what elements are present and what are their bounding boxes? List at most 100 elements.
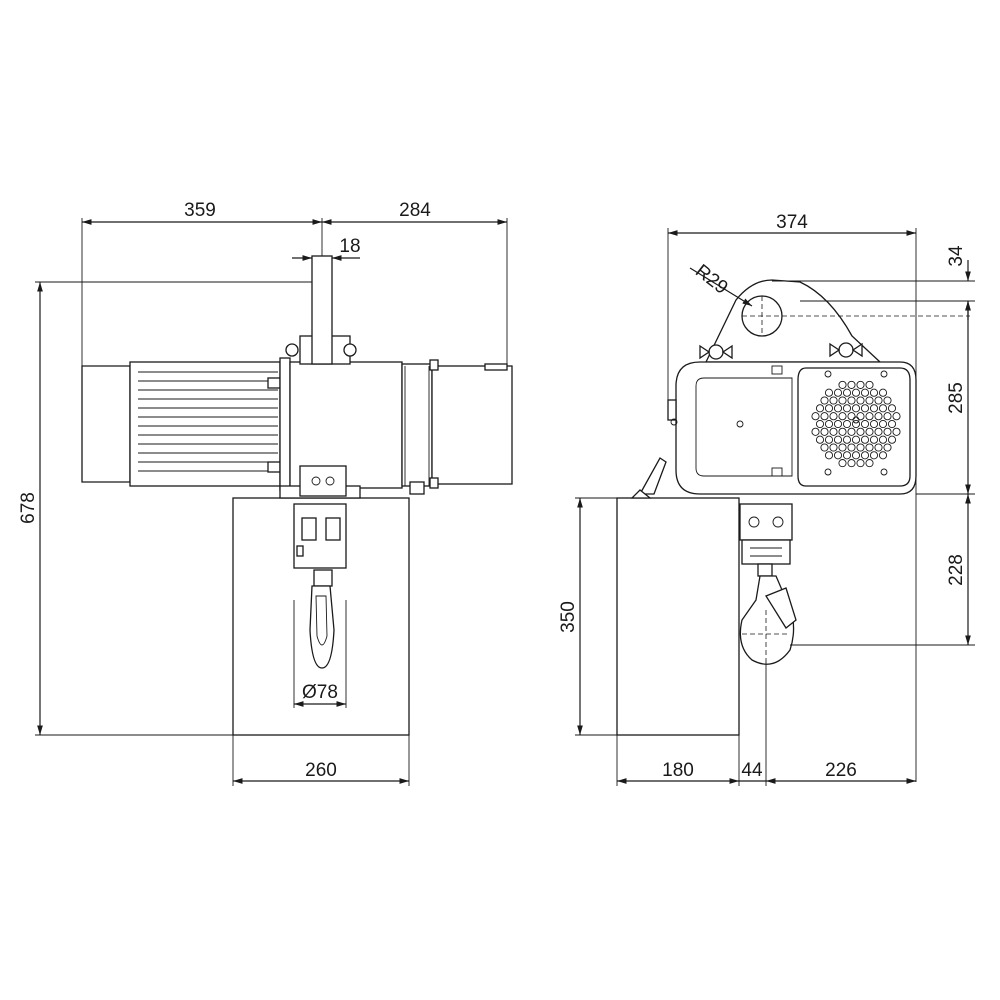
grille-hole <box>829 396 838 405</box>
grille-hole <box>874 396 883 405</box>
grille-hole <box>833 435 843 444</box>
grille-hole <box>815 435 825 444</box>
grille-hole <box>865 412 874 421</box>
motor <box>81 361 281 487</box>
grille-hole <box>824 388 834 397</box>
wing-nut-left <box>699 344 733 360</box>
grille-hole <box>878 388 888 397</box>
side-dimensions: 374 R29 34 285 228 350 180 44 226 <box>558 212 975 786</box>
grille-hole <box>838 380 847 389</box>
wing-nut-right <box>829 342 863 358</box>
hook-block-side <box>739 503 797 665</box>
grille-hole <box>833 404 843 413</box>
dim-18: 18 <box>339 236 360 257</box>
grille-hole <box>847 443 856 452</box>
dim-226: 226 <box>825 760 857 781</box>
grille-hole <box>824 404 834 413</box>
grille-hole <box>838 412 847 421</box>
grille-hole <box>838 396 847 405</box>
grille-hole <box>878 435 888 444</box>
grille-hole <box>856 380 865 389</box>
front-dimensions: 359 284 18 678 Ø78 260 <box>18 200 508 786</box>
grille-hole <box>838 427 847 436</box>
grille-hole <box>851 419 861 429</box>
grille-hole <box>820 412 829 421</box>
grille-hole <box>883 412 892 421</box>
grille-hole <box>860 419 870 429</box>
grille-hole <box>856 443 865 452</box>
grille-hole <box>815 404 825 413</box>
grille-hole <box>860 404 870 413</box>
grille-hole <box>829 412 838 421</box>
grille-hole <box>851 435 861 444</box>
fan-grille <box>797 367 911 487</box>
grille-hole <box>815 419 825 429</box>
grille-hole <box>883 427 892 436</box>
grille-hole <box>847 427 856 436</box>
chain-guide <box>638 457 667 495</box>
grille-hole <box>820 396 829 405</box>
dim-180: 180 <box>662 760 694 781</box>
suspension-bracket <box>285 255 357 365</box>
grille-hole <box>851 451 861 460</box>
grille-hole <box>883 396 892 405</box>
grille-hole <box>887 435 897 444</box>
side-view <box>616 279 970 736</box>
dim-228: 228 <box>946 554 967 586</box>
dim-260: 260 <box>305 760 337 781</box>
chain-bag-side <box>616 497 740 736</box>
grille-hole <box>842 404 852 413</box>
dim-hook-diameter: Ø78 <box>302 682 338 703</box>
grille-hole <box>847 380 856 389</box>
grille-hole <box>824 451 834 460</box>
dim-678: 678 <box>18 492 39 524</box>
grille-hole <box>892 427 901 436</box>
dim-350: 350 <box>558 601 579 633</box>
grille-hole <box>847 459 856 468</box>
grille-hole <box>865 396 874 405</box>
grille-hole <box>842 451 852 460</box>
dim-r29: R29 <box>691 261 731 299</box>
grille-hole <box>829 427 838 436</box>
grille-hole <box>869 404 879 413</box>
grille-hole <box>833 451 843 460</box>
grille-hole <box>856 412 865 421</box>
grille-hole <box>883 443 892 452</box>
grille-hole <box>847 412 856 421</box>
grille-hole <box>856 396 865 405</box>
dim-359: 359 <box>184 200 216 221</box>
grille-hole <box>869 451 879 460</box>
grille-hole <box>856 459 865 468</box>
grille-hole <box>860 388 870 397</box>
grille-hole <box>887 419 897 429</box>
grille-hole <box>811 427 820 436</box>
hook-latch <box>765 587 797 629</box>
grille-hole <box>887 404 897 413</box>
grille-hole <box>851 388 861 397</box>
grille-hole <box>811 412 820 421</box>
grille-hole <box>847 396 856 405</box>
grille-hole <box>892 412 901 421</box>
grille-hole <box>878 404 888 413</box>
hook-block-front <box>293 465 347 669</box>
grille-hole <box>869 388 879 397</box>
grille-hole <box>820 443 829 452</box>
dim-374: 374 <box>776 212 808 233</box>
dim-284: 284 <box>399 200 431 221</box>
grille-hole <box>856 427 865 436</box>
grille-hole <box>820 427 829 436</box>
cooling-fins <box>138 371 278 472</box>
grille-hole <box>878 451 888 460</box>
grille-hole <box>851 404 861 413</box>
grille-hole <box>869 435 879 444</box>
grille-hole <box>865 443 874 452</box>
grille-hole <box>824 419 834 429</box>
grille-hole <box>865 380 874 389</box>
dim-34: 34 <box>946 245 967 267</box>
grille-hole <box>829 443 838 452</box>
grille-hole <box>842 419 852 429</box>
grille-hole <box>865 459 874 468</box>
grille-hole <box>842 435 852 444</box>
grille-hole <box>874 412 883 421</box>
